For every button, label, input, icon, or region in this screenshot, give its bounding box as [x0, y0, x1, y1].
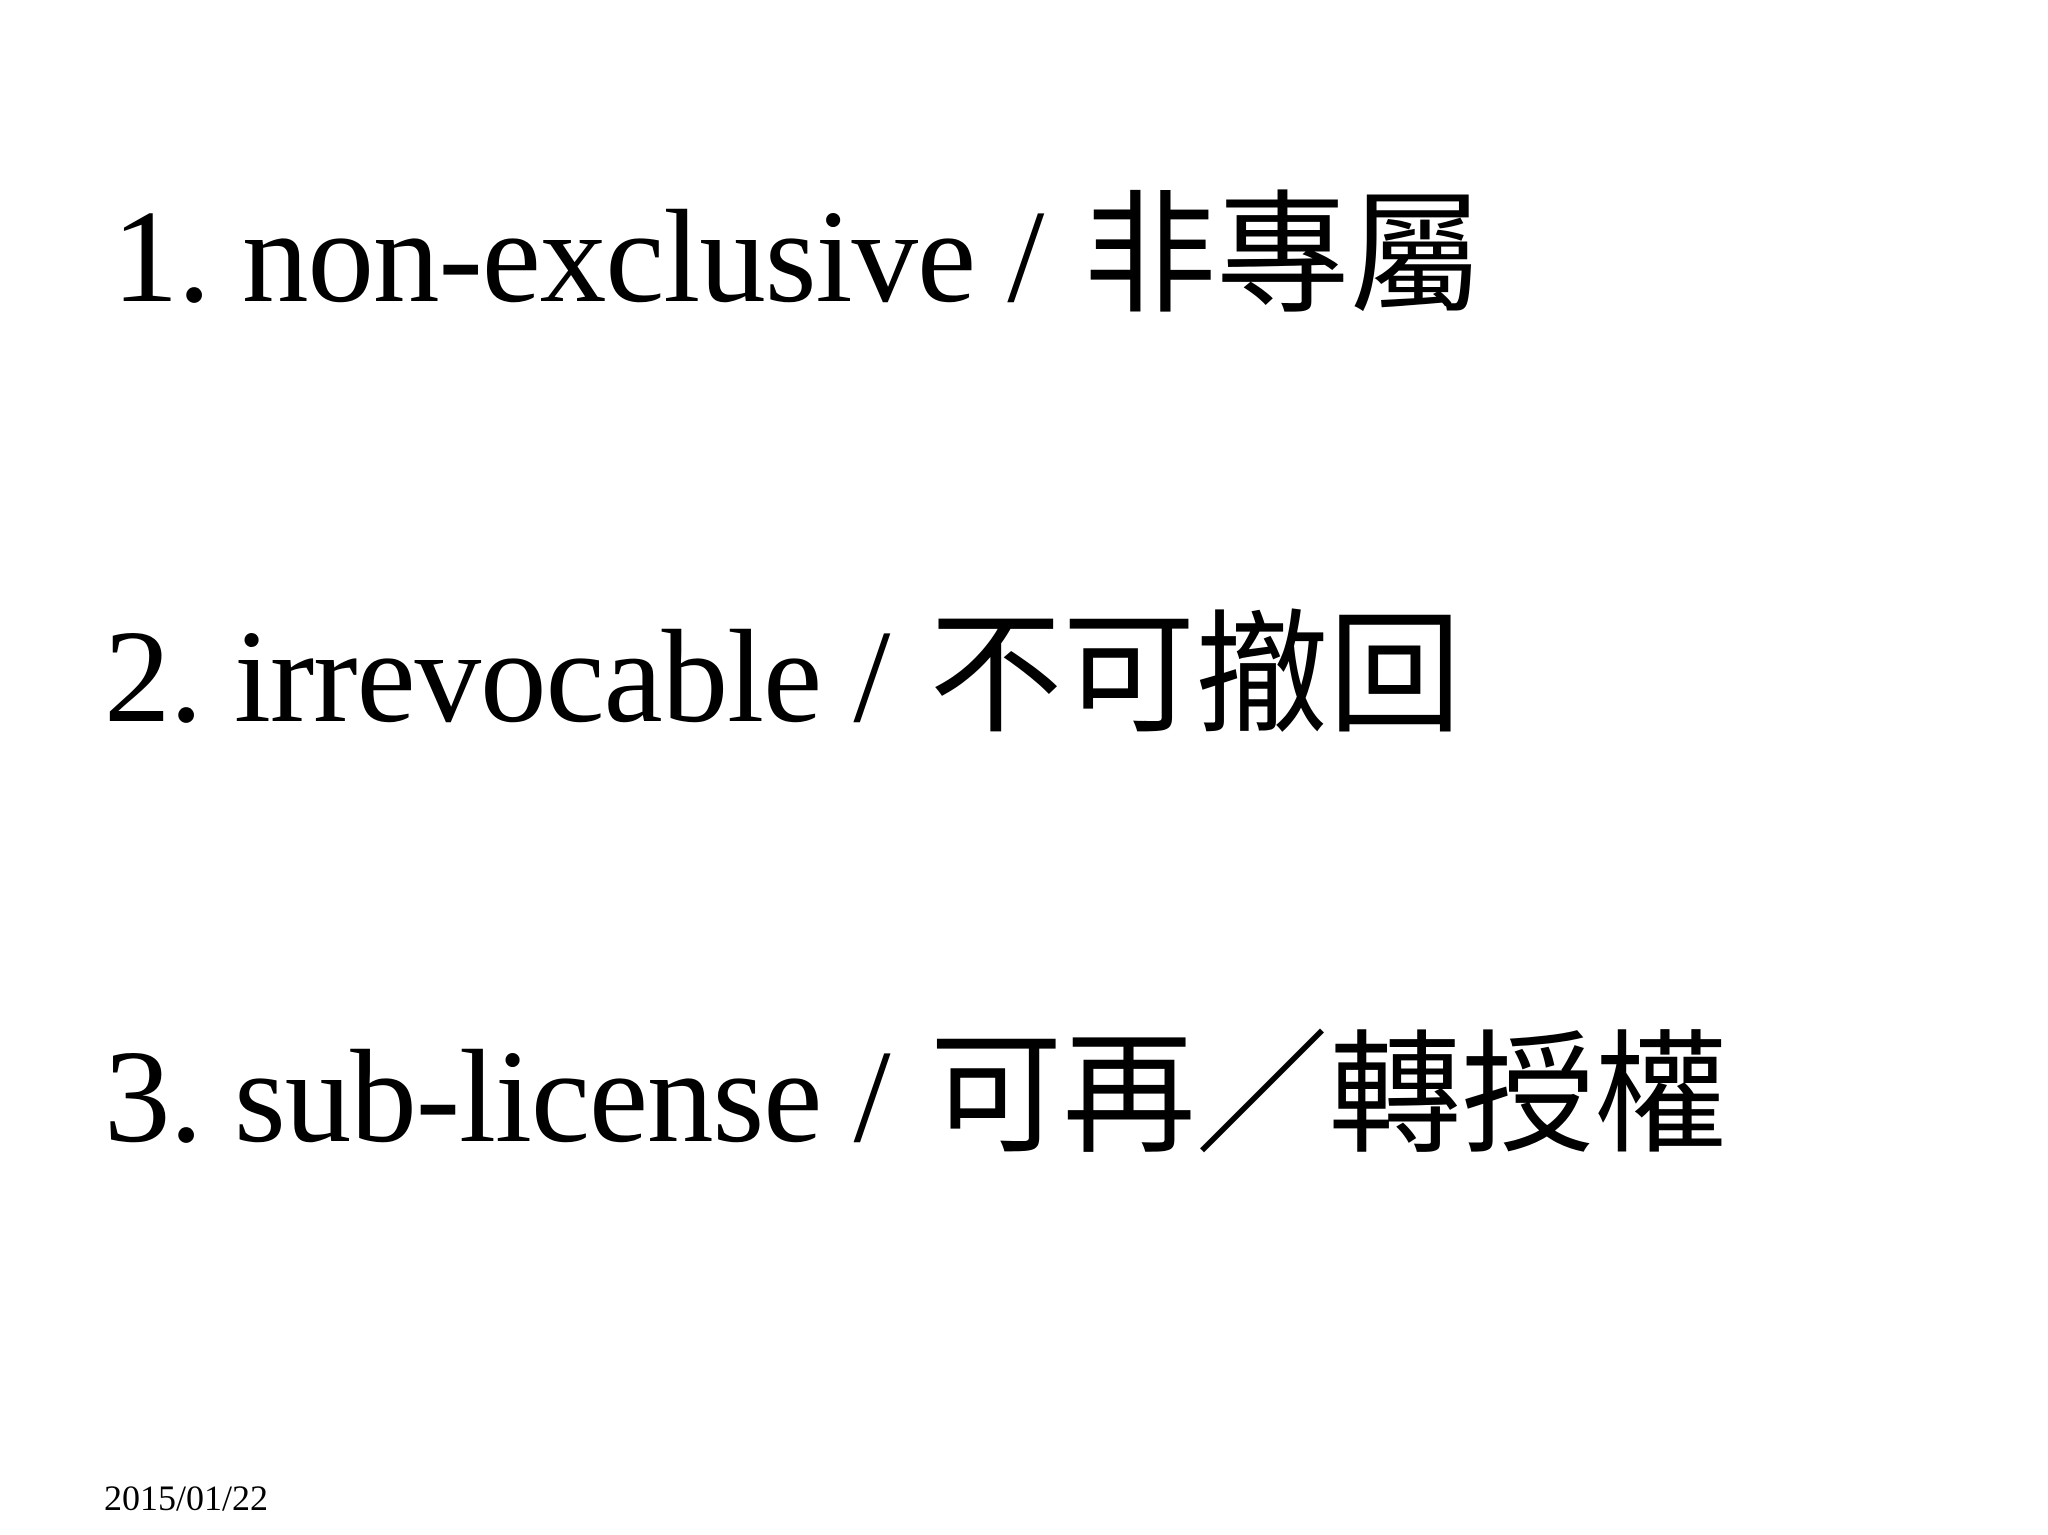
item-separator: /: [853, 1022, 891, 1170]
item-number: 3.: [104, 1022, 203, 1170]
item-separator: /: [1007, 182, 1044, 330]
item-term: sub-license: [234, 1022, 822, 1170]
item-separator: /: [853, 602, 890, 750]
list-item-sub-license: 3. sub-license /可再／轉授權: [104, 1030, 1728, 1163]
footer-date: 2015/01/22: [104, 1478, 269, 1518]
item-number: 2.: [104, 602, 203, 750]
item-term: irrevocable: [234, 602, 822, 750]
item-translation: 不可撤回: [929, 599, 1462, 753]
item-term: non-exclusive: [242, 182, 976, 330]
item-translation: 可再／轉授權: [929, 1019, 1728, 1173]
list-item-irrevocable: 2. irrevocable /不可撤回: [104, 610, 1461, 743]
item-translation: 非專屬: [1083, 179, 1483, 333]
item-number: 1.: [112, 182, 211, 330]
list-item-non-exclusive: 1. non-exclusive /非專屬: [112, 190, 1482, 323]
